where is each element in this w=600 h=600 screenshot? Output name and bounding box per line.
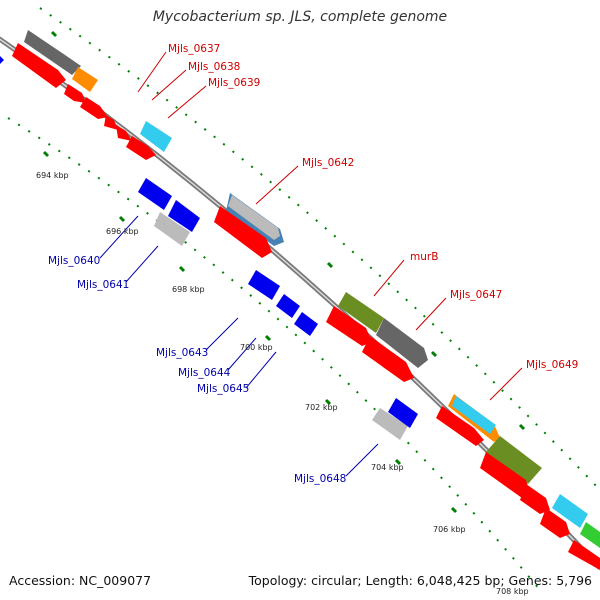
accession-text: Accession: NC_009077 bbox=[9, 573, 152, 588]
gene-arrow-red-4 bbox=[104, 115, 118, 130]
gene-arrow-red-10 bbox=[436, 406, 484, 446]
topology-text: Topology: circular; Length: 6,048,425 bp… bbox=[248, 573, 592, 588]
gene-arrow-Mjls_0645 bbox=[294, 312, 318, 336]
gene-arrow-red-12 bbox=[520, 484, 550, 514]
ruler-track-outer bbox=[39, 7, 600, 491]
gene-label-Mjls_0640: Mjls_0640 bbox=[48, 255, 100, 267]
gene-arrow-olive-2 bbox=[486, 436, 542, 484]
gene-arrow-Mjls_0642-gray bbox=[228, 195, 280, 240]
gene-label-murB: murB bbox=[410, 251, 438, 263]
gene-arrow-Mjls_0647 bbox=[376, 318, 428, 368]
forward-gene-labels: Mjls_0637 Mjls_0638 Mjls_0639 Mjls_0642 … bbox=[168, 43, 578, 371]
gene-label-Mjls_0638: Mjls_0638 bbox=[188, 61, 240, 73]
gene-arrow-red-7 bbox=[214, 206, 272, 258]
tick-label-694: 694 kbp bbox=[36, 171, 69, 180]
gene-label-Mjls_0645: Mjls_0645 bbox=[197, 383, 249, 395]
tick-label-706: 706 kbp bbox=[433, 525, 466, 534]
gene-arrow-orange bbox=[72, 67, 98, 92]
gene-label-Mjls_0639: Mjls_0639 bbox=[208, 77, 260, 89]
gene-arrow-red-11 bbox=[480, 452, 530, 498]
gene-arrow-red-13 bbox=[540, 508, 570, 538]
gene-arrow-red-14 bbox=[568, 540, 600, 570]
map-title: Mycobacterium sp. JLS, complete genome bbox=[152, 9, 448, 25]
major-ticks bbox=[42, 30, 526, 514]
ruler-track-inner bbox=[7, 117, 541, 591]
gene-arrow-red-2 bbox=[64, 84, 86, 103]
gene-label-Mjls_0637: Mjls_0637 bbox=[168, 43, 220, 55]
gene-arrow-Mjls_0643 bbox=[248, 270, 280, 300]
gene-arrow-green bbox=[580, 522, 600, 548]
gene-label-Mjls_0647: Mjls_0647 bbox=[450, 289, 502, 301]
gene-arrow-Mjls_0644 bbox=[276, 294, 300, 318]
tick-label-708: 708 kbp bbox=[496, 587, 529, 596]
gene-arrow-blue-3 bbox=[388, 398, 418, 428]
reverse-gene-labels: Mjls_0640 Mjls_0641 Mjls_0643 Mjls_0644 … bbox=[48, 255, 346, 485]
gene-label-Mjls_0649: Mjls_0649 bbox=[526, 359, 578, 371]
gene-arrow-murB bbox=[338, 292, 384, 333]
gene-label-Mjls_0643: Mjls_0643 bbox=[156, 347, 208, 359]
gene-arrow-blue-2 bbox=[168, 200, 200, 232]
tick-label-702: 702 kbp bbox=[305, 403, 338, 412]
gene-arrow-Mjls_0641 bbox=[154, 212, 190, 246]
gene-label-Mjls_0642: Mjls_0642 bbox=[302, 157, 354, 169]
gene-arrow-red-8 bbox=[326, 306, 372, 346]
gene-arrow-Mjls_0649-cyan bbox=[452, 396, 496, 434]
tick-label-704: 704 kbp bbox=[371, 463, 404, 472]
gene-label-Mjls_0648: Mjls_0648 bbox=[294, 473, 346, 485]
gene-label-Mjls_0641: Mjls_0641 bbox=[77, 279, 129, 291]
gene-arrow-red-5 bbox=[116, 125, 132, 141]
gene-arrow-Mjls_0639 bbox=[140, 121, 172, 152]
gene-arrow-red-6 bbox=[126, 136, 156, 160]
label-leaders bbox=[99, 51, 523, 477]
tick-label-698: 698 kbp bbox=[172, 285, 205, 294]
tick-label-700: 700 kbp bbox=[240, 343, 273, 352]
gene-arrow-red-1 bbox=[12, 43, 66, 88]
gene-arrow-red-9 bbox=[362, 336, 414, 382]
tick-label-696: 696 kbp bbox=[106, 227, 139, 236]
tick-labels: 694 kbp 696 kbp 698 kbp 700 kbp 702 kbp … bbox=[36, 171, 529, 596]
forward-features bbox=[12, 30, 600, 570]
gene-arrow-Mjls_0640 bbox=[138, 178, 172, 210]
gene-arrow-blue-edge bbox=[0, 56, 4, 64]
gene-arrow-cyan-3 bbox=[552, 494, 588, 528]
gene-arrow-Mjls_0648 bbox=[372, 408, 408, 440]
gene-arrow-Mjls_0637 bbox=[24, 30, 81, 75]
reverse-features bbox=[0, 56, 418, 440]
gene-label-Mjls_0644: Mjls_0644 bbox=[178, 367, 231, 379]
gene-arrow-red-3 bbox=[80, 97, 108, 119]
